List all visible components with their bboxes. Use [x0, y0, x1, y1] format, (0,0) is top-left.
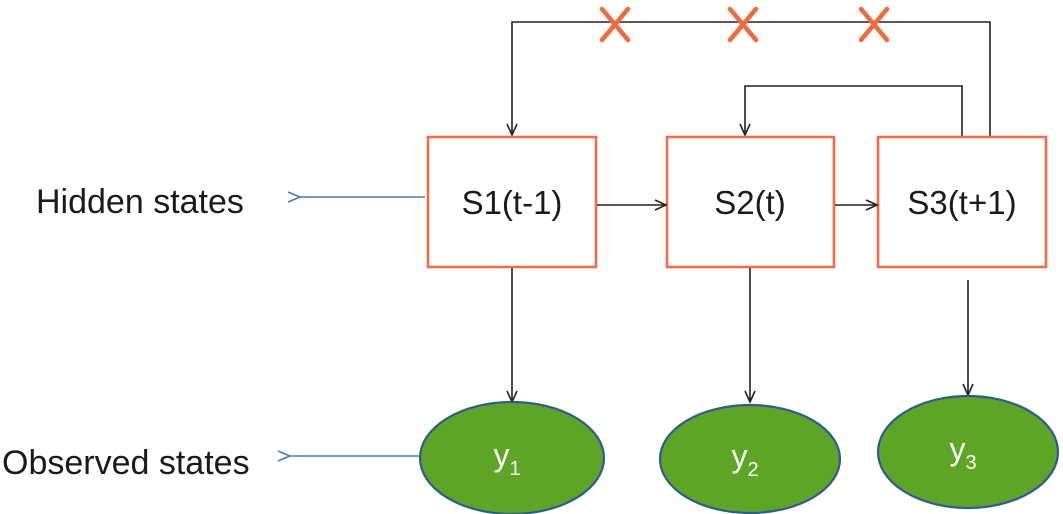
observed-node-y2	[658, 403, 842, 514]
hidden-states-label: Hidden states	[36, 183, 244, 221]
state-label-s2: S2(t)	[714, 184, 786, 221]
observed-node-y3	[876, 394, 1060, 510]
cross-mark-icon	[858, 6, 890, 43]
cross-mark-icon	[727, 6, 759, 43]
observed-label-y3: y3	[949, 431, 976, 474]
feedback-arrow-s3-to-s2	[739, 85, 963, 137]
feedback-arrow-s3-to-s1	[506, 21, 991, 137]
state-box-s1	[426, 135, 598, 269]
observed-label-y1: y1	[493, 437, 520, 480]
state-box-s3	[876, 135, 1048, 269]
observed-label-y2: y2	[731, 438, 758, 481]
state-box-s2	[665, 135, 836, 269]
state-label-s1: S1(t-1)	[462, 184, 563, 221]
observed-states-label: Observed states	[2, 444, 250, 482]
state-label-s3: S3(t+1)	[907, 184, 1016, 221]
cross-mark-icon	[599, 6, 631, 43]
observed-node-y1	[418, 400, 606, 514]
